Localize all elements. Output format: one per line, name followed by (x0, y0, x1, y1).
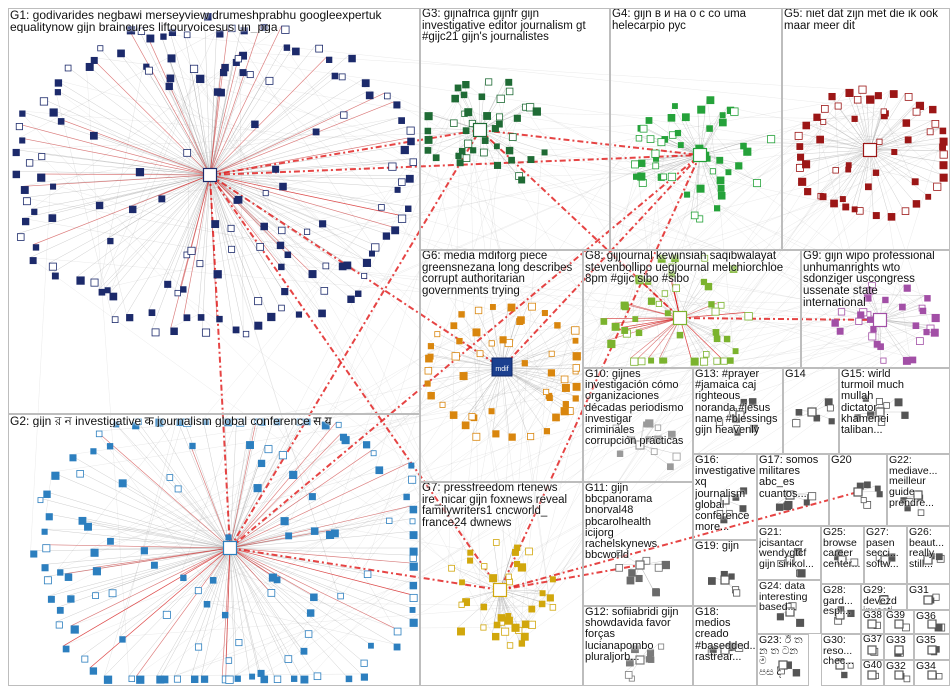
group-box-g2 (8, 414, 420, 686)
group-box-g20 (829, 454, 887, 526)
group-box-g4 (610, 8, 782, 250)
group-box-g28 (821, 584, 861, 634)
group-box-g25 (821, 526, 864, 584)
group-box-g21 (757, 526, 821, 580)
group-box-g32 (884, 660, 914, 686)
group-box-g31 (907, 584, 950, 610)
group-box-g38 (861, 610, 884, 634)
group-box-g6 (420, 250, 583, 482)
group-box-g39 (884, 610, 914, 634)
group-box-g13 (693, 368, 783, 454)
group-box-g24 (757, 580, 821, 634)
group-box-g26 (907, 526, 950, 584)
group-box-g37 (861, 634, 884, 660)
group-box-g40 (861, 660, 884, 686)
group-box-g8 (583, 250, 801, 368)
group-box-g17 (757, 454, 829, 526)
group-box-g34 (914, 660, 950, 686)
group-box-g9 (801, 250, 950, 368)
group-box-g3 (420, 8, 610, 250)
group-box-g35 (914, 634, 950, 660)
group-box-g27 (864, 526, 907, 584)
group-box-g10 (583, 368, 693, 482)
group-box-g12 (583, 606, 693, 686)
group-box-g30 (821, 634, 861, 686)
group-box-g14 (783, 368, 839, 454)
group-box-g18 (693, 606, 757, 686)
group-box-g19 (693, 540, 757, 606)
group-box-g5 (782, 8, 950, 250)
group-box-g22 (887, 454, 950, 526)
group-box-g29 (861, 584, 907, 610)
group-box-g11 (583, 482, 693, 606)
group-box-g36 (914, 610, 950, 634)
group-box-g16 (693, 454, 757, 540)
group-box-g23 (757, 634, 809, 686)
group-box-g15 (839, 368, 950, 454)
group-box-g33 (884, 634, 914, 660)
group-box-g7 (420, 482, 583, 686)
group-box-g1 (8, 8, 420, 414)
